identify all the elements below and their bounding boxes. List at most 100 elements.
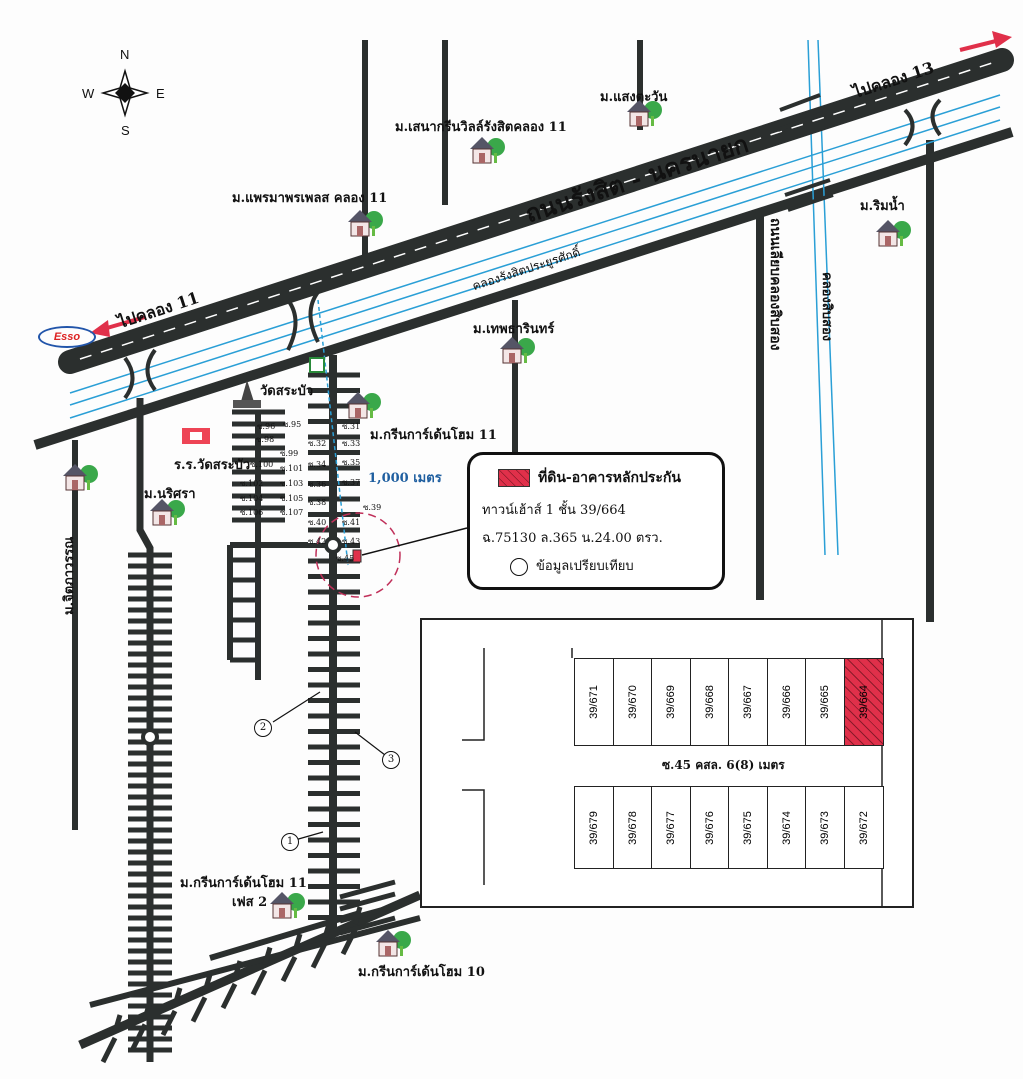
arrow-east-icon <box>959 31 1012 52</box>
frontage-road <box>33 127 1014 450</box>
soi-37: ซ.37 <box>342 478 361 487</box>
soi-road <box>202 973 213 993</box>
soi-road <box>339 879 396 900</box>
place-thepharin: ม.เทพธารินทร์ <box>473 322 555 337</box>
village-house-icon <box>627 100 662 127</box>
legend-collateral-text: ที่ดิน-อาคารหลักประกัน <box>538 470 681 486</box>
roundabout <box>324 536 342 554</box>
road <box>89 915 421 1008</box>
soi-road <box>250 969 268 996</box>
lot-number: 39/671 <box>588 685 601 719</box>
canal-line <box>69 106 1001 406</box>
soi-road <box>310 942 328 969</box>
soi-99: ซ.99 <box>280 449 299 458</box>
compass-n: N <box>120 47 130 62</box>
place-phraemaphon: ม.แพรมาพรเพลส คลอง 11 <box>232 191 388 206</box>
lot: 39/675 <box>728 786 769 869</box>
lot-number: 39/665 <box>819 685 832 719</box>
soi-102: ซ.102 <box>240 479 264 488</box>
soi-road <box>340 928 358 956</box>
roundabout <box>141 728 159 746</box>
lot-number: 39/673 <box>819 810 832 845</box>
place-green-garden-11-p2: ม.กรีนการ์เด้นโฮม 11 <box>180 876 307 891</box>
soi-road <box>280 955 298 983</box>
soi-38: ซ.38 <box>308 498 327 507</box>
subject-radius <box>315 512 401 598</box>
lot: 39/666 <box>766 658 807 746</box>
soi-road <box>142 1000 153 1020</box>
collateral-swatch <box>498 469 530 487</box>
place-rim-nam: ม.ริมน้ำ <box>860 199 905 214</box>
soi-road <box>130 1023 148 1050</box>
compass-e: E <box>156 86 165 101</box>
soi-road <box>322 919 333 939</box>
lot-number: 39/667 <box>742 685 755 719</box>
place-wat: วัดสระบัว <box>260 384 314 399</box>
legend-collateral: ที่ดิน-อาคารหลักประกัน <box>498 467 681 489</box>
lot: 39/679 <box>574 786 615 869</box>
soi-road <box>262 946 273 966</box>
lot-number: 39/675 <box>742 810 755 845</box>
soi-39: ซ.39 <box>363 503 382 512</box>
legend-comparable: ข้อมูลเปรียบเทียบ <box>510 555 634 576</box>
soi-31: ซ.31 <box>342 422 361 431</box>
compass-icon <box>100 68 150 118</box>
esso-logo: Esso <box>38 326 96 348</box>
soi-103: ซ.103 <box>280 479 304 488</box>
lot: 39/670 <box>612 658 653 746</box>
soi-33: ซ.33 <box>342 439 361 448</box>
lot: 39/677 <box>651 786 692 869</box>
soi-road <box>160 1009 178 1037</box>
marker-1: 1 <box>281 833 299 851</box>
soi-98: ซ.98 <box>256 435 275 444</box>
road <box>136 398 154 1062</box>
lot-number: 39/668 <box>703 685 716 719</box>
village-house-icon <box>500 337 535 364</box>
distance-line <box>317 299 349 566</box>
legend-leader <box>361 527 468 556</box>
lot: 39/673 <box>805 786 846 869</box>
highway-centerline <box>79 61 996 360</box>
lot-number: 39/664 <box>857 685 870 719</box>
marker-3: 3 <box>382 751 400 769</box>
soi-road <box>172 987 183 1006</box>
road <box>78 890 422 1050</box>
seven-eleven-icon <box>309 357 325 373</box>
canal-line <box>69 94 1001 394</box>
soi-road <box>292 933 303 952</box>
soi-45: ซ.45 <box>336 554 355 563</box>
bridge-icons <box>123 93 942 400</box>
soi-107: ซ.107 <box>280 508 304 517</box>
lot-number: 39/672 <box>857 810 870 845</box>
soi-road <box>112 1014 123 1033</box>
lot: 39/678 <box>612 786 653 869</box>
road <box>209 910 361 961</box>
soi-100: ซ.100 <box>250 460 274 469</box>
arrow-west-icon <box>90 315 146 337</box>
lot-number: 39/676 <box>703 810 716 845</box>
lot: 39/676 <box>689 786 730 869</box>
temple-icon <box>233 380 261 408</box>
compass-s: S <box>121 123 130 138</box>
soi-35: ซ.35 <box>342 458 361 467</box>
legend-box: ที่ดิน-อาคารหลักประกัน ทาวน์เฮ้าส์ 1 ชั้… <box>467 452 725 590</box>
lot-number: 39/678 <box>626 810 639 845</box>
place-green-garden-10: ม.กรีนการ์เด้นโฮม 10 <box>358 965 485 980</box>
soi-42: ซ.42 <box>308 537 327 546</box>
village-house-icon <box>150 499 185 526</box>
subject-marker <box>352 549 362 563</box>
distance-label: 1,000 เมตร <box>368 471 442 486</box>
compass-w: W <box>82 86 95 101</box>
soi-104: ซ.104 <box>240 494 264 503</box>
village-house-icon <box>376 930 411 957</box>
village-house-icon <box>876 220 911 247</box>
lot: 39/669 <box>651 658 692 746</box>
soi-road <box>100 1036 118 1064</box>
soi-96: ซ.96 <box>257 422 276 431</box>
place-saeng-tawan: ม.แสงตะวัน <box>600 90 668 105</box>
soi-road <box>232 960 243 979</box>
highway <box>58 48 1014 374</box>
place-narisara: ม.นริศรา <box>144 487 196 502</box>
